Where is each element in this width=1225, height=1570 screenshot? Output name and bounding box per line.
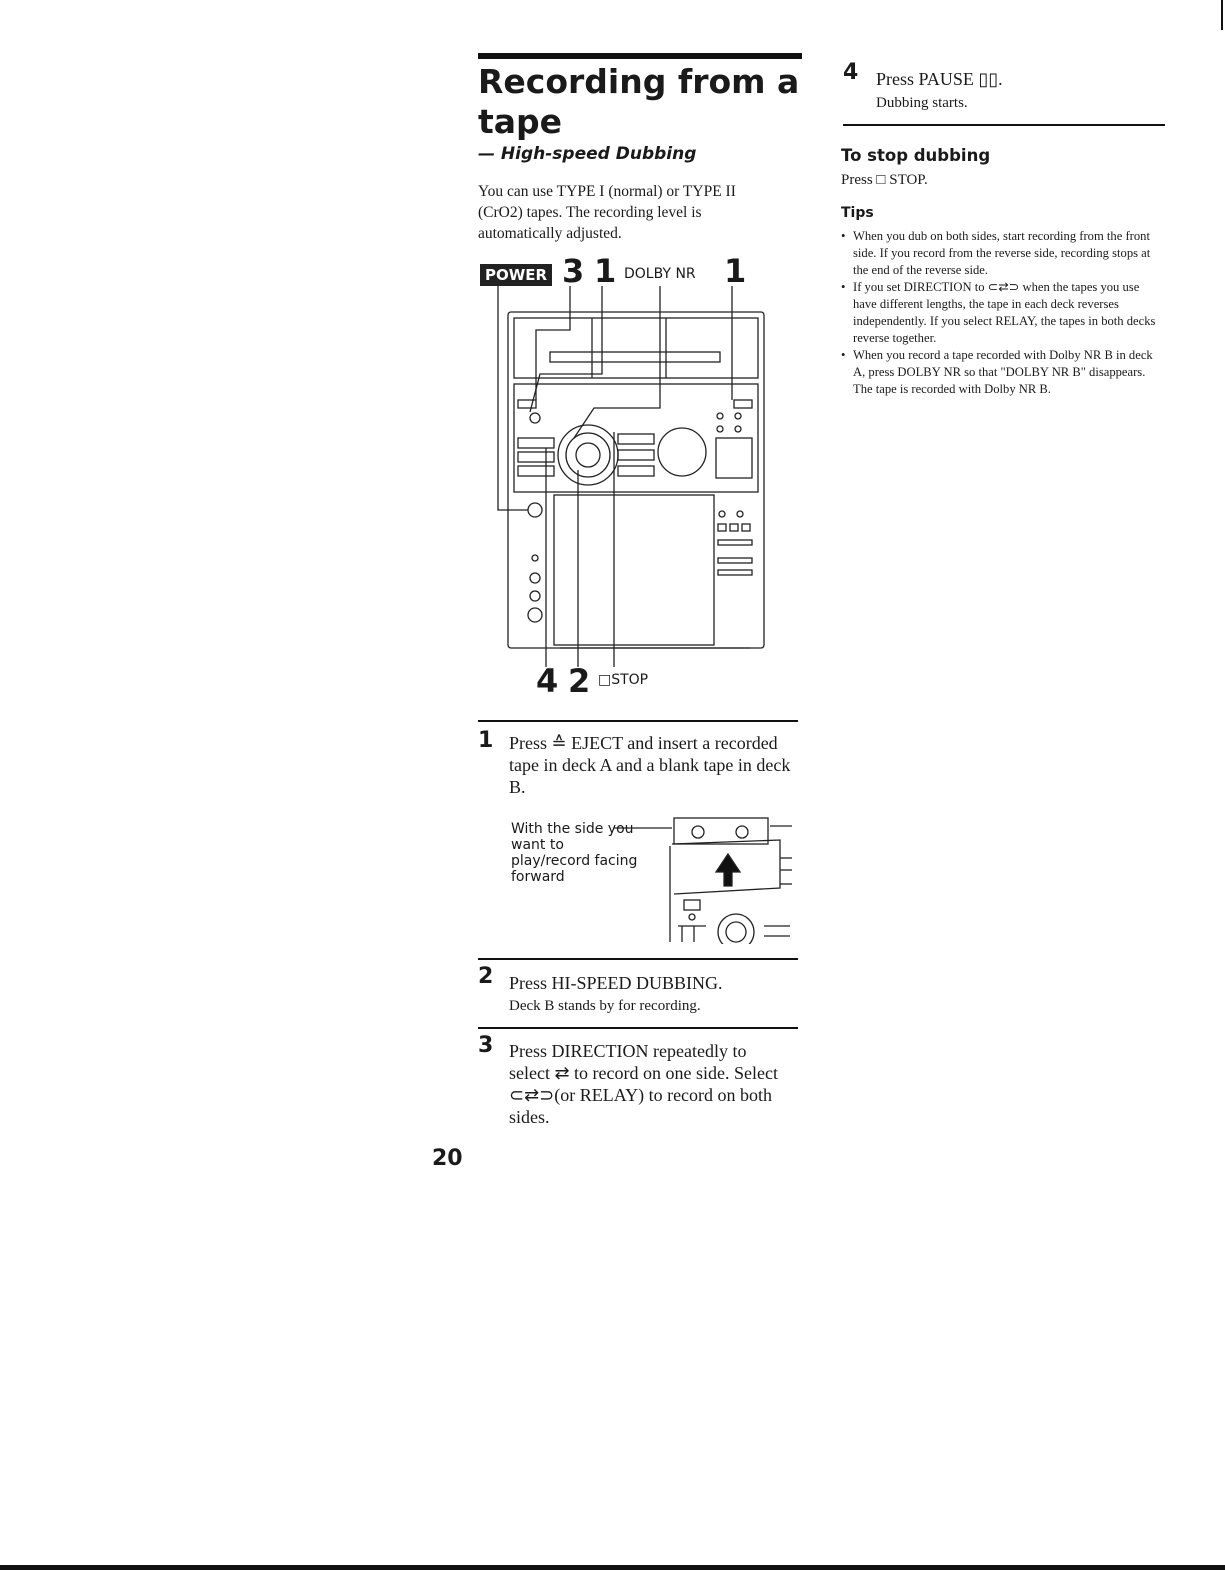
- tips-list: When you dub on both sides, start record…: [841, 228, 1166, 398]
- step-2-number: 2: [478, 964, 494, 989]
- step-4-rule: [843, 124, 1165, 126]
- tip-item: When you dub on both sides, start record…: [841, 228, 1166, 279]
- inset-label: With the side you want to play/record fa…: [511, 821, 638, 885]
- intro-text: You can use TYPE I (normal) or TYPE II (…: [478, 183, 736, 242]
- stop-dubbing-heading: To stop dubbing: [841, 146, 991, 165]
- tip-item: If you set DIRECTION to ⊂⇄⊃ when the tap…: [841, 279, 1166, 347]
- stop-callout: □STOP: [598, 672, 649, 688]
- step-2-text: Press HI-SPEED DUBBING.: [509, 973, 723, 993]
- step-4-subtext: Dubbing starts.: [876, 95, 968, 111]
- page-right-edge: [1221, 0, 1223, 30]
- step-4-number: 4: [843, 60, 859, 85]
- title-rule: [478, 53, 802, 59]
- dolby-nr-callout: DOLBY NR: [624, 266, 696, 282]
- page-number: 20: [432, 1146, 463, 1171]
- stereo-system-illustration: [497, 286, 765, 667]
- tips-heading: Tips: [841, 205, 874, 221]
- step-3-number: 3: [478, 1033, 494, 1058]
- callout-1-top-left: 1: [594, 252, 617, 290]
- page-title: Recording from a tape: [478, 62, 800, 141]
- step-1-rule: [478, 720, 798, 722]
- page-subtitle: — High-speed Dubbing: [478, 144, 697, 164]
- callout-1-top-right: 1: [724, 252, 747, 290]
- stop-dubbing-text: Press □ STOP.: [841, 172, 928, 188]
- callout-4-bottom: 4: [536, 662, 559, 700]
- power-callout: POWER: [480, 264, 553, 286]
- callout-3-top: 3: [562, 252, 585, 290]
- tip-item: When you record a tape recorded with Dol…: [841, 347, 1166, 398]
- step-3-rule: [478, 1027, 798, 1029]
- stereo-system-figure: POWER 3 1 DOLBY NR 1 4 2 □STOP: [470, 252, 790, 700]
- step-2-rule: [478, 958, 798, 960]
- step-4-text: Press PAUSE ▯▯.: [876, 69, 1003, 89]
- page-bottom-edge: [0, 1565, 1225, 1570]
- callout-2-bottom: 2: [568, 662, 591, 700]
- step-1-number: 1: [478, 728, 494, 753]
- tape-insert-illustration: [614, 817, 792, 944]
- step-2-subtext: Deck B stands by for recording.: [509, 998, 701, 1014]
- step-1-text: Press ≙ EJECT and insert a recorded tape…: [509, 733, 791, 797]
- step-3-text: Press DIRECTION repeatedly to select ⇄ t…: [509, 1041, 778, 1127]
